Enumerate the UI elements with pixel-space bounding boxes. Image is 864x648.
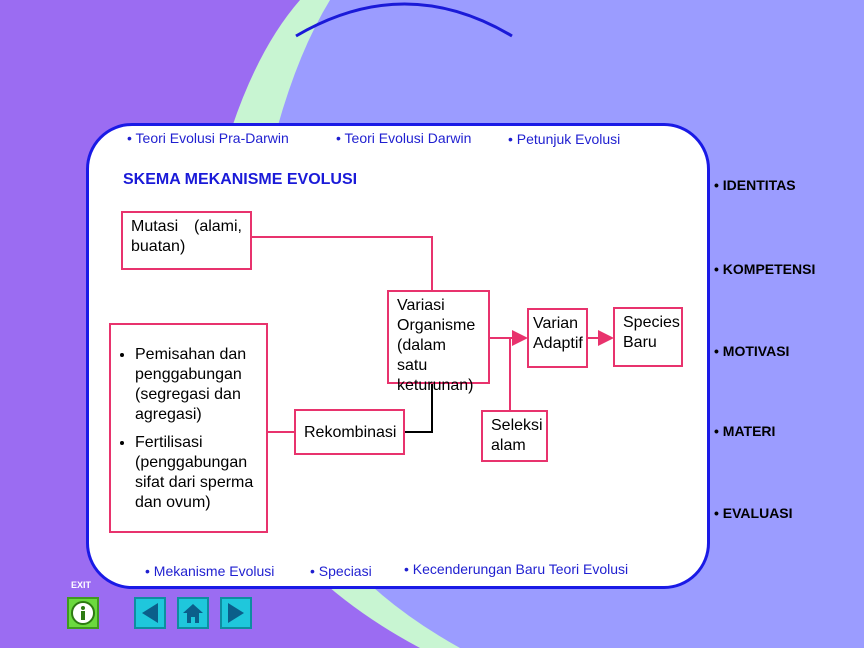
nav-identitas[interactable]: • IDENTITAS xyxy=(714,177,796,193)
box-rekombinasi: Rekombinasi xyxy=(294,409,405,455)
list-item: Pemisahan dan penggabungan (segregasi da… xyxy=(135,345,258,425)
nav-evaluasi[interactable]: • EVALUASI xyxy=(714,505,793,521)
nav-motivasi[interactable]: • MOTIVASI xyxy=(714,343,790,359)
next-button[interactable] xyxy=(220,597,252,629)
link-petunjuk-evolusi[interactable]: • Petunjuk Evolusi xyxy=(508,131,621,147)
link-kecenderungan-baru[interactable]: • Kecenderungan Baru Teori Evolusi xyxy=(404,561,629,577)
box-species-baru: Species Baru xyxy=(613,307,683,367)
diagram-title: SKEMA MEKANISME EVOLUSI xyxy=(123,171,358,188)
nav-kompetensi[interactable]: • KOMPETENSI xyxy=(714,261,816,277)
arrow-left-icon xyxy=(142,603,158,623)
box-varian-adaptif: Varian Adaptif xyxy=(527,308,588,368)
info-icon xyxy=(71,601,95,625)
box-mutasi: Mutasi (alami, buatan) xyxy=(121,211,252,270)
link-speciasi[interactable]: • Speciasi xyxy=(310,563,372,579)
link-teori-pra-darwin[interactable]: • Teori Evolusi Pra-Darwin xyxy=(127,130,289,146)
list-item: Fertilisasi (penggabungan sifat dari spe… xyxy=(135,433,258,513)
box-pemisahan-fertilisasi: Pemisahan dan penggabungan (segregasi da… xyxy=(109,323,268,533)
home-button[interactable] xyxy=(177,597,209,629)
prev-button[interactable] xyxy=(134,597,166,629)
exit-button[interactable] xyxy=(67,597,99,629)
exit-label: EXIT xyxy=(71,580,92,590)
pemisahan-fertilisasi-list: Pemisahan dan penggabungan (segregasi da… xyxy=(119,345,258,513)
box-variasi-organisme: Variasi Organisme (dalam satu keturunan) xyxy=(387,290,490,394)
arrow-right-icon xyxy=(228,603,244,623)
box-seleksi-alam: Seleksi alam xyxy=(481,410,548,462)
link-mekanisme-evolusi[interactable]: • Mekanisme Evolusi xyxy=(145,563,275,579)
link-teori-darwin[interactable]: • Teori Evolusi Darwin xyxy=(336,130,472,146)
nav-materi[interactable]: • MATERI xyxy=(714,423,776,439)
home-icon xyxy=(183,604,203,623)
